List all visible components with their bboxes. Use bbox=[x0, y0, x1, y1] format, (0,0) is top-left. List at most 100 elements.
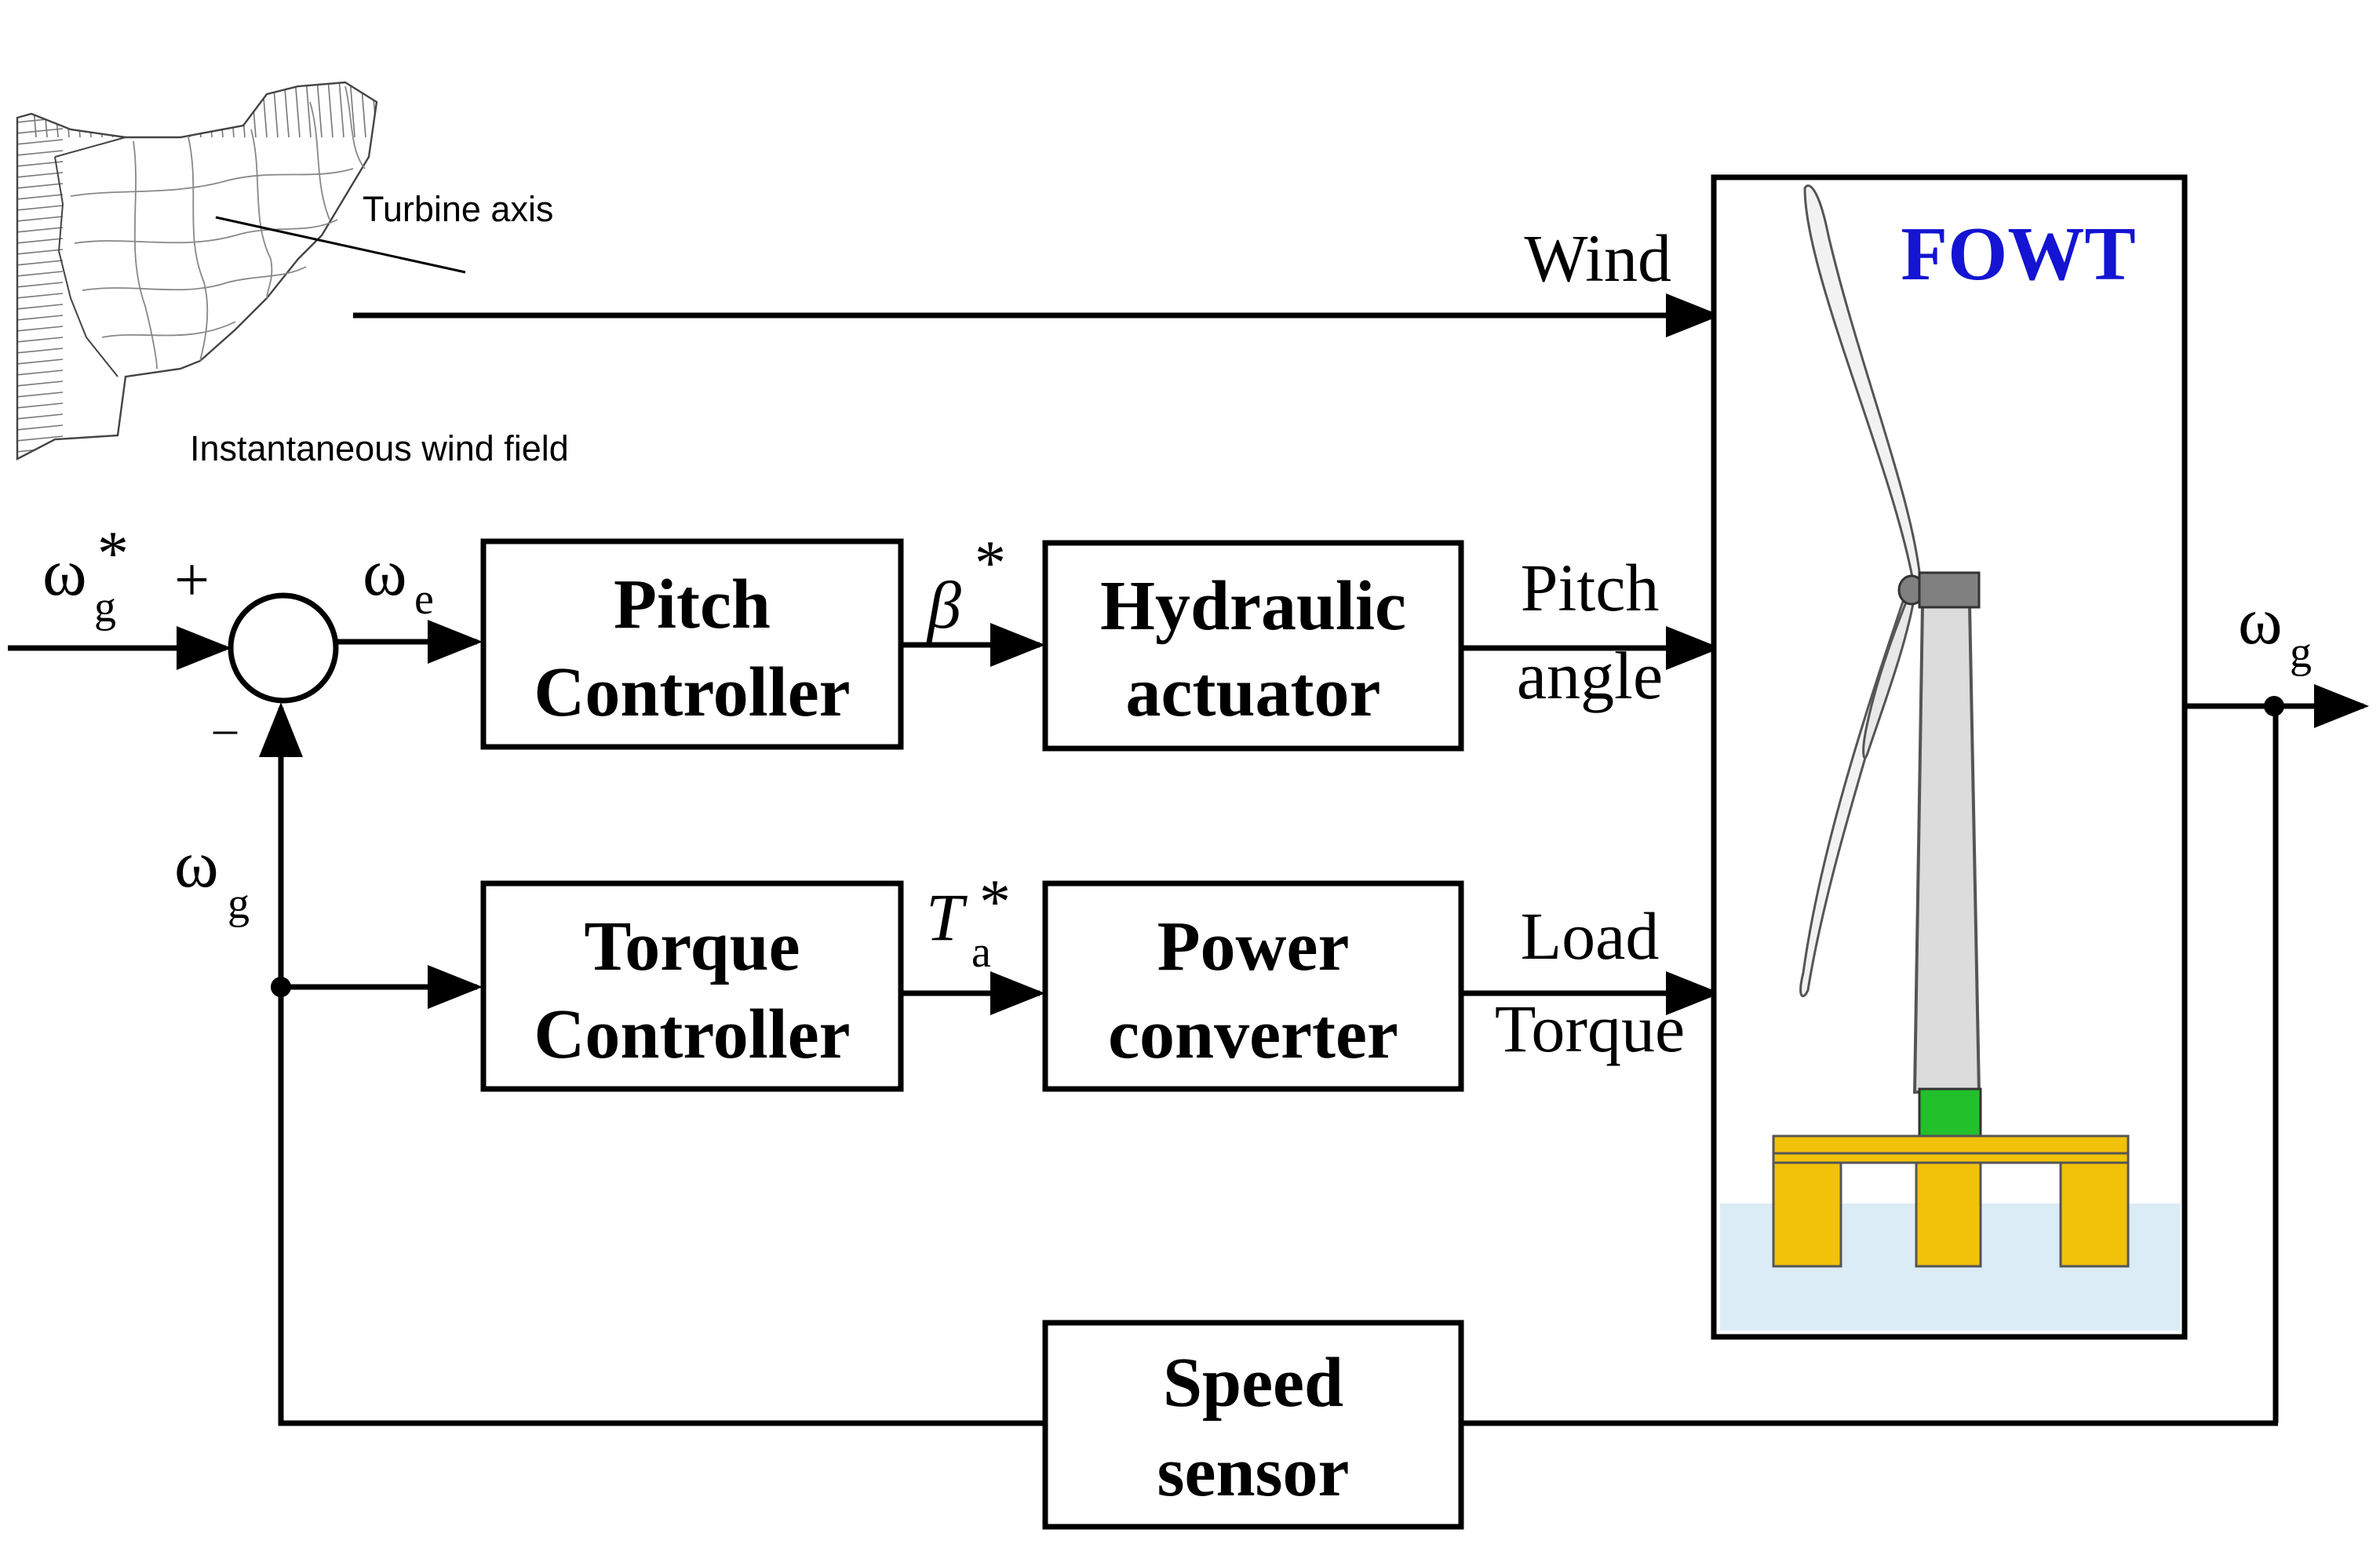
pitch-controller-line2: Controller bbox=[534, 654, 850, 731]
hatch-line bbox=[239, 82, 246, 138]
hatch-line bbox=[195, 82, 202, 138]
hatch-line bbox=[17, 282, 64, 288]
turbine-axis-label: Turbine axis bbox=[363, 189, 553, 229]
hatch-line bbox=[17, 183, 64, 189]
omega-e-base: ω bbox=[363, 534, 407, 610]
hatch-line bbox=[53, 82, 59, 138]
hatch-line bbox=[17, 238, 64, 244]
hatch-line bbox=[31, 82, 37, 138]
hatch-line bbox=[162, 82, 169, 138]
pitch-controller-line1: Pitch bbox=[614, 566, 771, 643]
summing-junction bbox=[228, 592, 339, 704]
hatch-line bbox=[316, 82, 323, 138]
hatch-line bbox=[151, 82, 158, 138]
platform-deck-top bbox=[1772, 1134, 2130, 1155]
wind-field-sketch bbox=[16, 78, 466, 461]
hatch-line bbox=[272, 82, 279, 138]
omega-ref-base: ω bbox=[42, 534, 87, 610]
omega-e-label: ω e bbox=[363, 534, 434, 624]
speed-sensor-block: Speed sensor bbox=[1042, 1320, 1464, 1530]
omega-ref-label: ω g * bbox=[42, 519, 129, 632]
hatch-line bbox=[17, 249, 64, 255]
hatch-line bbox=[17, 161, 64, 167]
hatch-line bbox=[17, 172, 64, 178]
platform-deck-bottom bbox=[1772, 1152, 2130, 1164]
hatch-line bbox=[383, 78, 388, 137]
power-converter-line2: converter bbox=[1108, 996, 1398, 1073]
speed-sensor-line1: Speed bbox=[1163, 1344, 1343, 1422]
turbine-axis-line bbox=[215, 216, 466, 274]
load-torque-label-line1: Load bbox=[1521, 898, 1660, 974]
hydraulic-actuator-line2: actuator bbox=[1126, 654, 1381, 731]
beta-ref-base: β bbox=[926, 567, 961, 643]
floating-platform bbox=[1772, 1134, 2130, 1268]
hatch-line bbox=[184, 82, 191, 138]
omega-fb-sub: g bbox=[228, 879, 250, 928]
torque-ref-star: * bbox=[979, 868, 1011, 937]
wind-field-hatching bbox=[17, 78, 388, 459]
hatch-line bbox=[17, 260, 64, 266]
omega-feedback-label: ω g bbox=[174, 826, 250, 928]
platform-column-left bbox=[1772, 1161, 1842, 1268]
hatch-line bbox=[17, 326, 64, 332]
turbine-blade-rear bbox=[1862, 585, 1916, 759]
fowt-title: FOWT bbox=[1901, 212, 2135, 297]
torque-controller-block: Torque Controller bbox=[480, 880, 904, 1092]
speed-sensor-line2: sensor bbox=[1157, 1433, 1350, 1511]
hatch-line bbox=[17, 227, 64, 233]
hatch-line bbox=[17, 95, 64, 101]
pitch-angle-label-line1: Pitch bbox=[1521, 550, 1660, 625]
hatch-line bbox=[17, 293, 64, 299]
wind-label: Wind bbox=[1524, 220, 1671, 296]
hatch-line bbox=[17, 194, 64, 200]
hatch-line bbox=[17, 348, 64, 354]
hatch-line bbox=[17, 150, 64, 156]
pitch-angle-label-line2: angle bbox=[1517, 638, 1663, 713]
fowt-block: FOWT bbox=[1711, 174, 2188, 1340]
load-torque-label-line2: Torque bbox=[1495, 991, 1685, 1066]
hatch-line bbox=[17, 359, 64, 365]
omega-ref-star: * bbox=[97, 519, 129, 588]
hatch-line bbox=[250, 82, 257, 138]
hatch-line bbox=[140, 82, 147, 138]
pitch-controller-block: Pitch Controller bbox=[480, 538, 904, 750]
hatch-line bbox=[294, 82, 301, 138]
omega-e-sub: e bbox=[414, 575, 434, 624]
hatch-line bbox=[17, 271, 64, 277]
torque-ref-label: T a * bbox=[926, 868, 1011, 977]
turbine-blade-up bbox=[1803, 184, 1923, 592]
hatch-line bbox=[17, 402, 64, 409]
hatch-line bbox=[17, 391, 64, 398]
platform-column-right bbox=[2059, 1161, 2130, 1268]
hatch-line bbox=[17, 370, 64, 376]
hatch-line bbox=[42, 82, 48, 138]
hatch-line bbox=[17, 381, 64, 387]
hatch-line bbox=[283, 82, 290, 138]
hatch-line bbox=[173, 82, 180, 138]
hatch-line bbox=[261, 82, 268, 138]
hatch-line bbox=[327, 82, 333, 138]
hatch-line bbox=[75, 82, 81, 138]
hydraulic-actuator-line1: Hydraulic bbox=[1100, 567, 1406, 645]
hatch-line bbox=[108, 82, 114, 138]
beta-ref-label: β * bbox=[926, 529, 1006, 643]
hatch-line bbox=[349, 82, 355, 138]
hatch-line bbox=[17, 216, 64, 222]
hatch-line bbox=[17, 139, 64, 145]
hatch-line bbox=[338, 82, 344, 138]
torque-controller-line2: Controller bbox=[534, 996, 850, 1073]
platform-column-center bbox=[1915, 1161, 1982, 1268]
hatch-line bbox=[17, 424, 64, 431]
hatch-line bbox=[17, 315, 64, 321]
turbine-nacelle bbox=[1918, 571, 1981, 609]
omega-out-base: ω bbox=[2238, 583, 2283, 658]
hatch-line bbox=[129, 82, 136, 138]
hatch-line bbox=[17, 117, 64, 123]
feedback-branch-dot bbox=[271, 977, 291, 997]
hatch-line bbox=[17, 304, 64, 310]
hatch-line bbox=[206, 82, 213, 138]
wind-field-label: Instantaneous wind field bbox=[190, 428, 569, 468]
hatch-line bbox=[17, 435, 64, 442]
power-converter-block: Power converter bbox=[1042, 880, 1464, 1092]
